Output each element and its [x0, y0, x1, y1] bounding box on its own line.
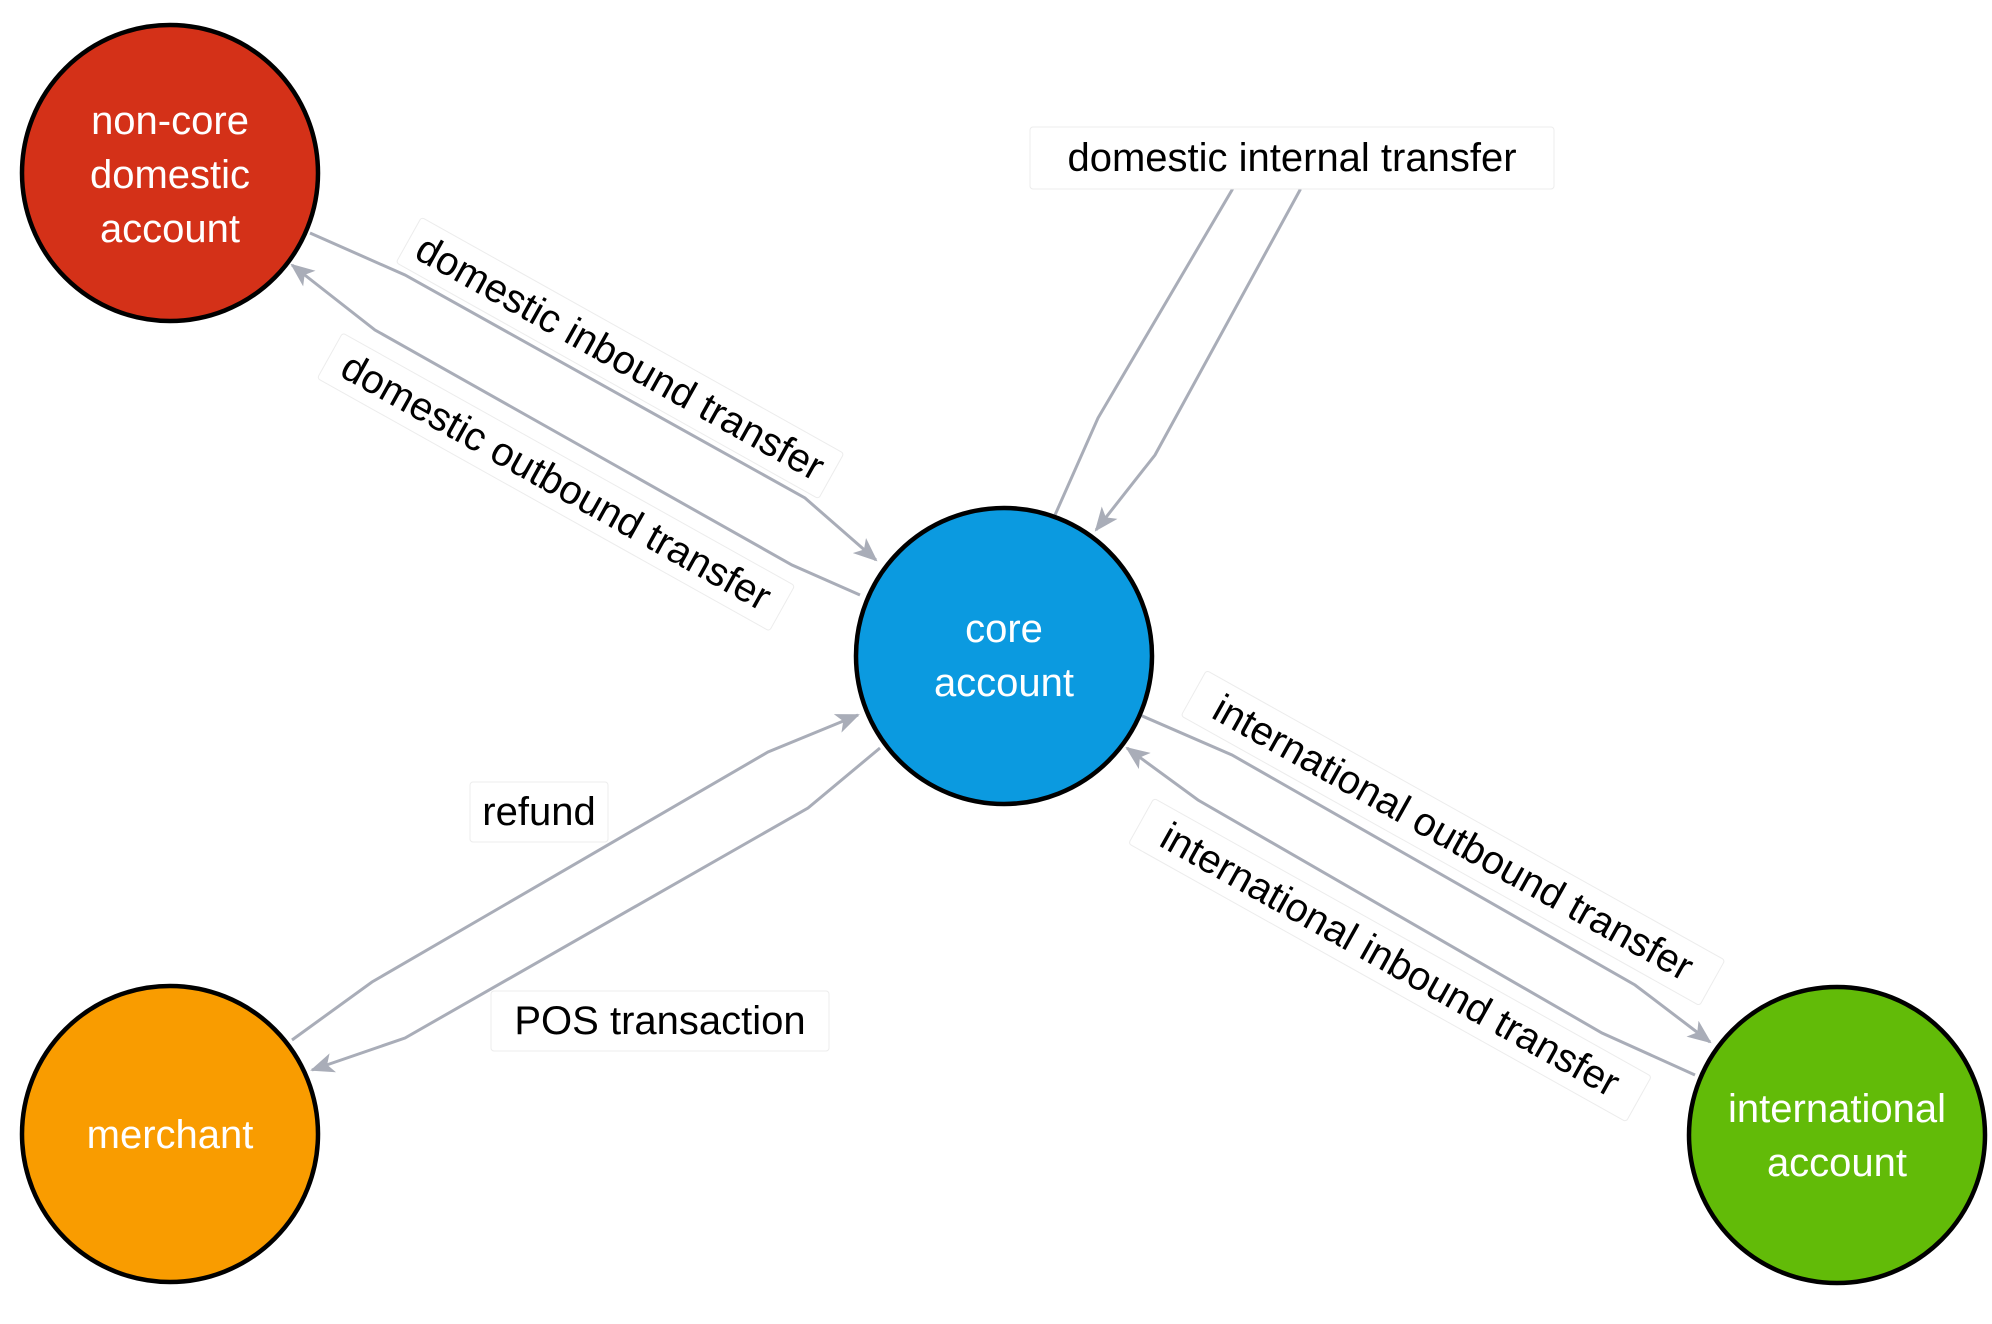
svg-text:POS transaction: POS transaction [514, 999, 805, 1043]
node-label-line: international [1728, 1087, 1946, 1131]
node-label-line: account [934, 661, 1074, 705]
edge-pos-transaction[interactable] [310, 746, 881, 1073]
edge-international-inbound-transfer[interactable] [1125, 746, 1696, 1077]
edge-domestic-inbound-transfer[interactable] [309, 231, 878, 562]
node-label-line: account [100, 207, 240, 251]
node-label-line: core [965, 607, 1043, 651]
edge-domestic-internal-transfer[interactable] [1053, 148, 1302, 532]
node-label-line: non-core [91, 99, 249, 143]
label-refund: refund [469, 781, 609, 843]
node-label-line: domestic [90, 153, 250, 197]
edge-international-outbound-transfer[interactable] [1139, 713, 1712, 1044]
node-merchant[interactable]: merchant [19, 983, 321, 1285]
svg-text:international inbound transfer: international inbound transfer [1153, 814, 1627, 1105]
label-domestic-outbound-transfer: domestic outbound transfer [317, 333, 795, 631]
label-pos-transaction: POS transaction [490, 990, 830, 1052]
svg-text:refund: refund [482, 790, 595, 834]
edge-refund[interactable] [291, 713, 860, 1042]
node-core-account[interactable]: core account [853, 505, 1155, 807]
node-label-line: merchant [87, 1113, 254, 1157]
node-label-line: account [1767, 1141, 1907, 1185]
edge-domestic-outbound-transfer[interactable] [290, 263, 861, 597]
svg-text:international outbound transfe: international outbound transfer [1205, 686, 1700, 989]
svg-text:domestic internal transfer: domestic internal transfer [1067, 136, 1516, 180]
label-domestic-internal-transfer: domestic internal transfer [1029, 126, 1555, 190]
node-non-core-domestic-account[interactable]: non-core domestic account [19, 22, 321, 324]
node-international-account[interactable]: international account [1686, 984, 1988, 1286]
